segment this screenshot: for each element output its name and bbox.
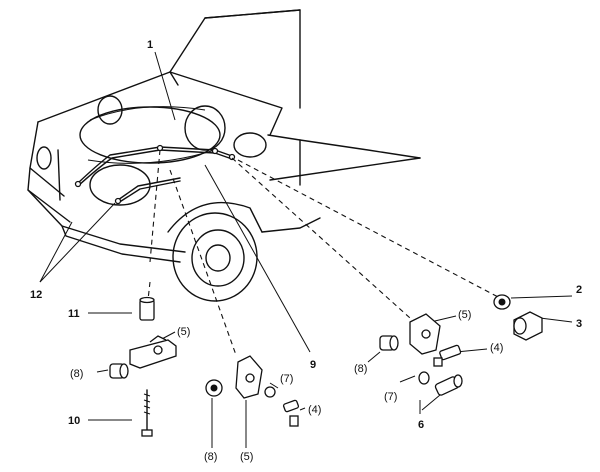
hollow-bolt-6 bbox=[434, 374, 463, 396]
callout-5-left: (5) bbox=[177, 326, 190, 338]
alignment-lines bbox=[147, 149, 501, 356]
callout-8-right: (8) bbox=[354, 363, 367, 375]
callout-4-center: (4) bbox=[308, 404, 321, 416]
washer-7-center bbox=[264, 386, 276, 398]
callout-6: 6 bbox=[418, 419, 424, 431]
grommet-8-center bbox=[205, 379, 223, 397]
callout-4-right: (4) bbox=[490, 342, 503, 354]
callout-11: 11 bbox=[68, 308, 80, 320]
callout-7-center: (7) bbox=[280, 373, 293, 385]
callout-labels: 1 2 3 (4) (4) (5) (5) (5) 6 (7) (7) (8) … bbox=[30, 39, 582, 463]
hex-nut-3 bbox=[513, 311, 543, 341]
callout-5-center: (5) bbox=[240, 451, 253, 463]
callout-2: 2 bbox=[576, 284, 582, 296]
washer-7-right bbox=[418, 371, 430, 385]
callout-10: 10 bbox=[68, 415, 80, 427]
callout-7-right: (7) bbox=[384, 391, 397, 403]
callout-8-left: (8) bbox=[70, 368, 83, 380]
callout-8-center: (8) bbox=[204, 451, 217, 463]
callout-12: 12 bbox=[30, 289, 42, 301]
bolt-10 bbox=[141, 389, 153, 437]
callout-3: 3 bbox=[576, 318, 582, 330]
vehicle-front-icon bbox=[27, 9, 421, 302]
grommet-8-right bbox=[379, 335, 399, 351]
clip-bracket-5-left bbox=[129, 335, 177, 369]
callout-5-right: (5) bbox=[458, 309, 471, 321]
callout-9: 9 bbox=[310, 359, 316, 371]
spacer-sleeve-11 bbox=[139, 296, 155, 321]
bolt-4-center bbox=[282, 399, 300, 427]
bolt-4-right bbox=[433, 344, 462, 367]
callout-1: 1 bbox=[147, 39, 153, 51]
clip-bracket-5-right bbox=[409, 313, 441, 355]
clip-bracket-5-center bbox=[235, 355, 263, 399]
sealing-ring-2 bbox=[493, 294, 511, 310]
grommet-8-left bbox=[109, 363, 129, 379]
